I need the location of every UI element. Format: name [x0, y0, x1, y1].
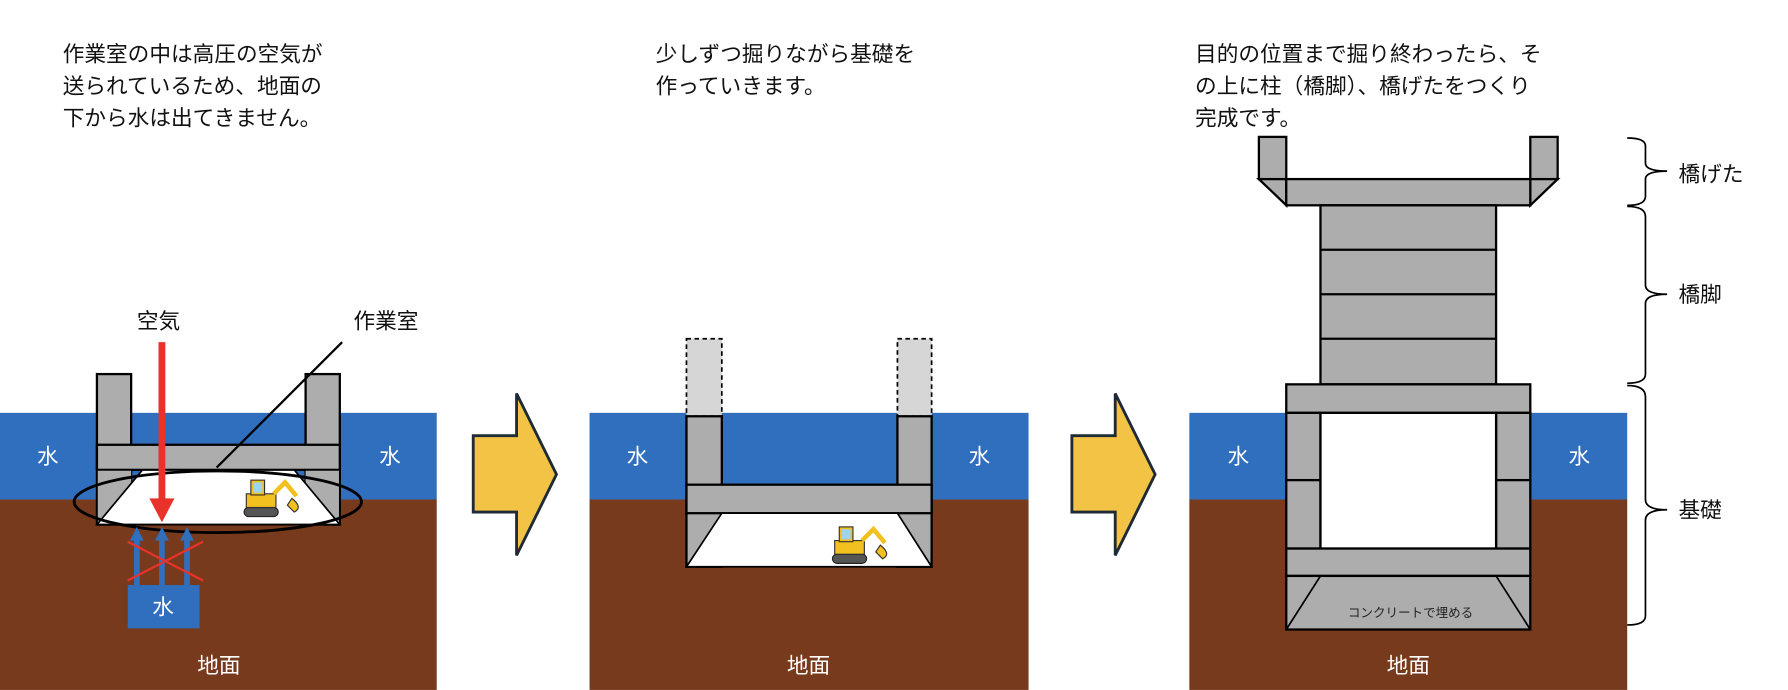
- chamber-label: 作業室: [353, 309, 418, 334]
- air-label: 空気: [137, 309, 180, 334]
- panel1-desc-line2: 送られているため、地面の: [63, 75, 322, 100]
- water-left-label: 水: [627, 445, 649, 470]
- panel3-desc-line3: 完成です。: [1195, 106, 1301, 131]
- water-right-label: 水: [1568, 445, 1590, 470]
- future-wall-right: [896, 337, 933, 418]
- bridge-pier: [1319, 204, 1498, 386]
- ground-label: 地面: [1387, 654, 1430, 679]
- panel-1: 作業室の中は高圧の空気が 送られているため、地面の 下から水は出てきません。 作…: [0, 43, 437, 690]
- panel2-desc-line1: 少しずつ掘りながら基礎を: [656, 43, 915, 68]
- water-right-label: 水: [969, 445, 991, 470]
- water-right-label: 水: [379, 445, 401, 470]
- working-chamber: [684, 512, 934, 568]
- future-wall-left: [685, 337, 723, 418]
- ground-label: 地面: [197, 654, 240, 679]
- water-left-label: 水: [37, 445, 59, 470]
- foundation: [1285, 383, 1532, 631]
- chamber-highlight-ellipse: [72, 469, 363, 535]
- step-arrow-1: [471, 392, 559, 557]
- panel-3: 目的の位置まで掘り終わったら、そ の上に柱（橋脚）、橋げたをつくり 完成です。: [1189, 43, 1744, 690]
- pier-label: 橋脚: [1679, 283, 1722, 308]
- girder-label: 橋げた: [1679, 162, 1744, 187]
- foundation-label: 基礎: [1679, 499, 1722, 524]
- panel2-desc-line2: 作っていきます。: [656, 75, 826, 100]
- ground-label: 地面: [787, 654, 830, 679]
- panel1-desc-line1: 作業室の中は高圧の空気が: [63, 43, 323, 68]
- concrete-fill-label: コンクリートで埋める: [1348, 605, 1473, 620]
- blocked-water-arrows: [127, 526, 204, 586]
- groundwater-label: 水: [152, 596, 174, 621]
- step-arrow-2: [1070, 392, 1157, 557]
- panel1-desc-line3: 下から水は出てきません。: [63, 106, 322, 131]
- panel-2: 少しずつ掘りながら基礎を 作っていきます。 水 水 地面: [589, 43, 1029, 690]
- chamber-pointer-line: [215, 341, 343, 469]
- braces: [1627, 137, 1668, 626]
- panel3-desc-line2: の上に柱（橋脚）、橋げたをつくり: [1195, 75, 1531, 100]
- panel3-desc-line1: 目的の位置まで掘り終わったら、そ: [1195, 43, 1542, 68]
- water-left-label: 水: [1228, 445, 1250, 470]
- caisson-slab: [685, 483, 933, 515]
- groundwater-box: [127, 585, 200, 629]
- bridge-girder: [1256, 135, 1561, 208]
